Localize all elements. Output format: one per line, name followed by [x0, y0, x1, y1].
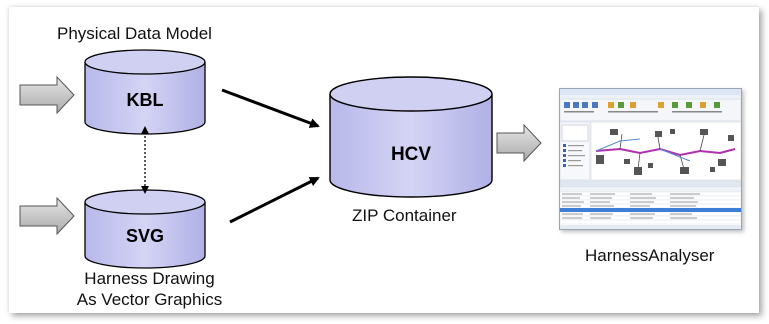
svg-label: SVG [126, 226, 164, 246]
zip-container-caption: ZIP Container [352, 206, 457, 225]
svg-to-hcv-arrow [229, 176, 320, 224]
harness-analyser-caption: HarnessAnalyser [585, 246, 715, 265]
hcv-cylinder [329, 76, 493, 198]
physical-data-model-title: Physical Data Model [57, 24, 212, 43]
hcv-label: HCV [391, 144, 431, 165]
svg-cylinder [84, 189, 206, 269]
harness-drawing-caption: Harness Drawing As Vector Graphics [62, 268, 237, 310]
input-arrow-svg [19, 196, 75, 236]
harness-drawing-line1: Harness Drawing [84, 269, 215, 288]
kbl-to-hcv-arrow [221, 88, 320, 128]
kbl-label: KBL [127, 90, 164, 110]
input-arrow-kbl [19, 75, 75, 115]
kbl-cylinder [84, 49, 206, 135]
harness-analyser-screenshot [559, 88, 742, 230]
output-arrow-hcv [496, 123, 542, 163]
harness-drawing-line2: As Vector Graphics [76, 290, 223, 309]
